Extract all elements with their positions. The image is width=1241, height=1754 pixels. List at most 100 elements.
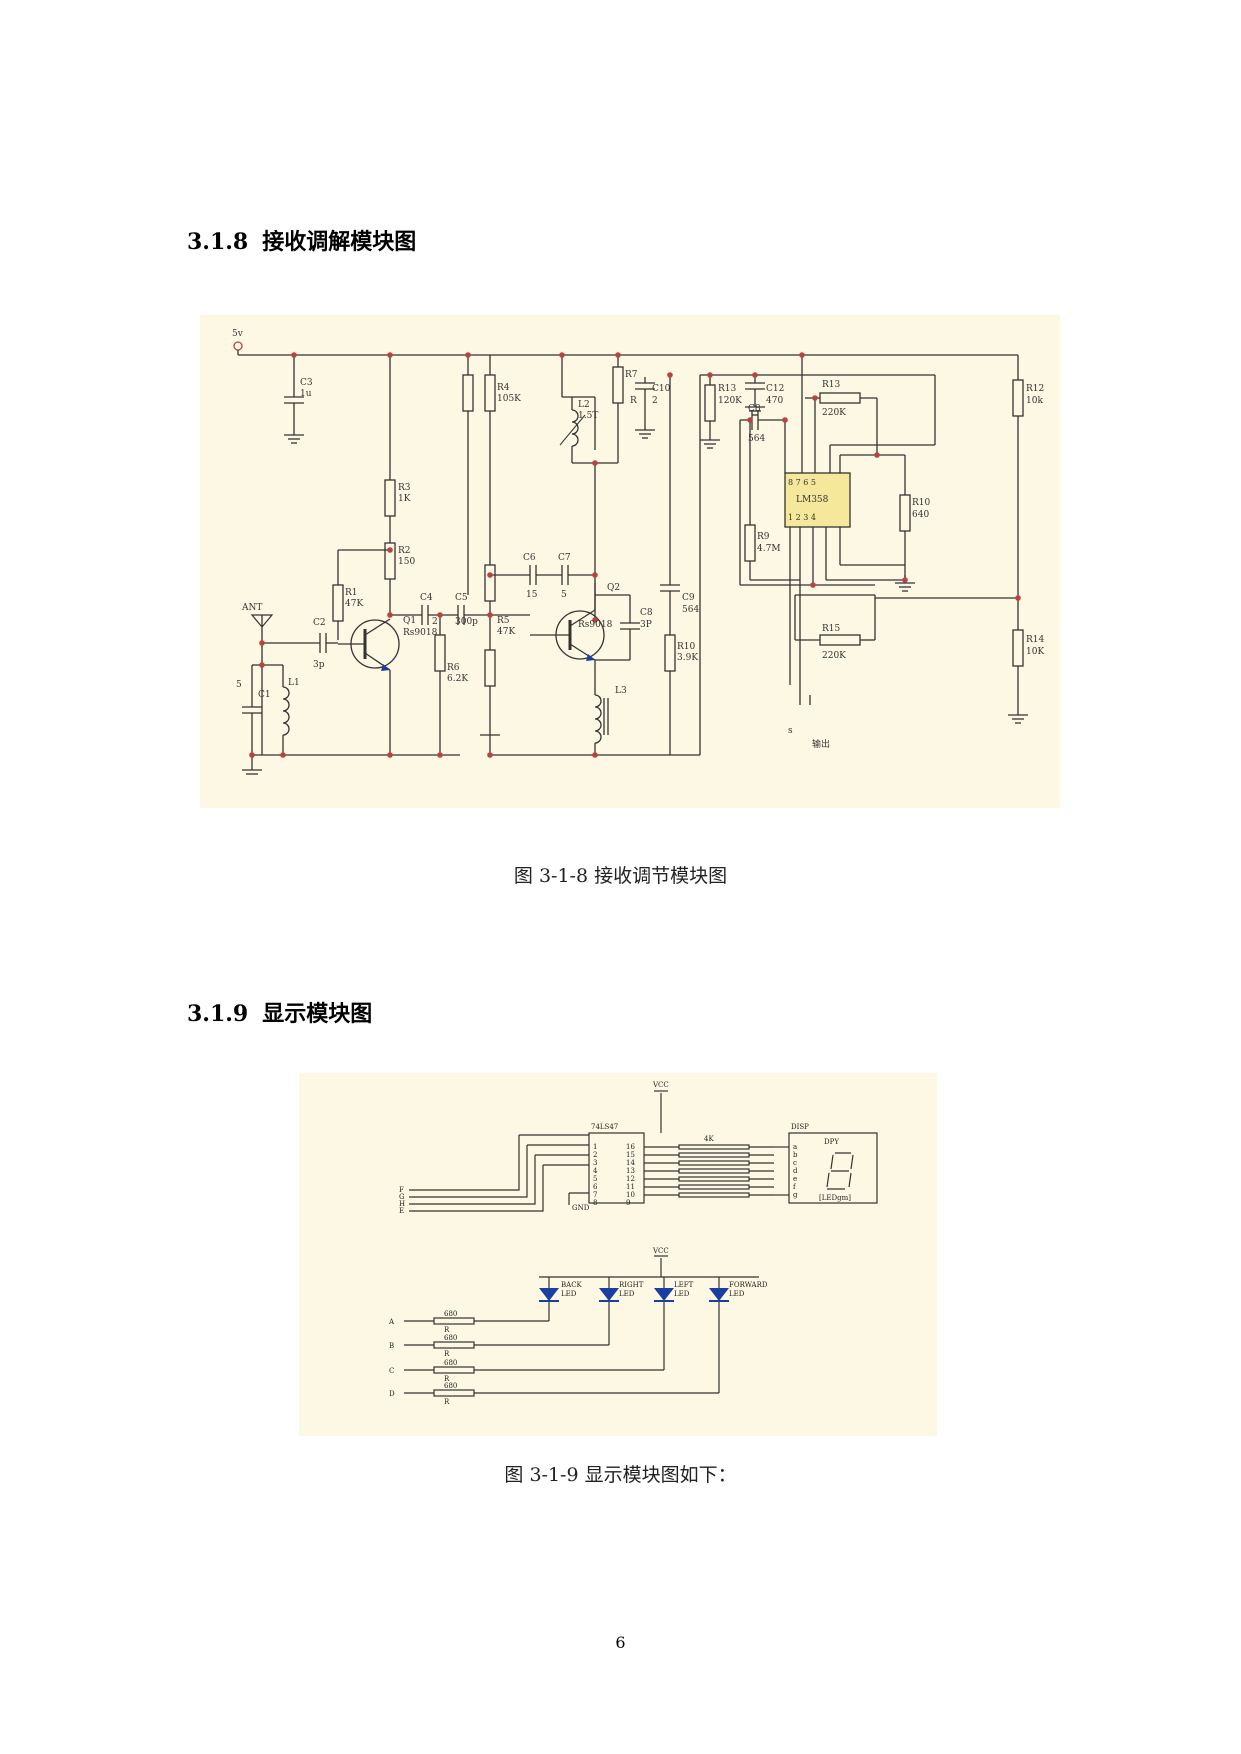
label-resistor-name: R [444, 1326, 450, 1334]
label-l2-value: 1.5T [578, 411, 598, 421]
label-disp: DISP [791, 1123, 809, 1131]
label-c5-value: 300p [455, 617, 478, 627]
chip-pin: 12 [626, 1175, 635, 1183]
label-c2-value: 3p [313, 660, 325, 670]
figure-caption-3-1-9: 图 3-1-9 显示模块图如下： [504, 1464, 737, 1486]
label-output-s: s [788, 726, 793, 736]
label-r13b: R13 [822, 380, 841, 390]
label-r5: R5 [497, 616, 510, 626]
label-led-sub: LED [674, 1290, 690, 1298]
label-c10: C10 [652, 384, 671, 394]
section-number: 3.1.8 [187, 229, 249, 255]
label-r14: R14 [1026, 635, 1045, 645]
label-c2: C2 [313, 618, 326, 628]
label-vcc-top: VCC [652, 1081, 669, 1089]
label-resistor-value: 680 [444, 1310, 457, 1318]
label-r3: R3 [398, 483, 411, 493]
label-r5-value: 47K [497, 627, 515, 637]
label-c3-value: 1u [300, 389, 312, 399]
label-dpy: DPY [824, 1138, 839, 1146]
label-r2-value: 150 [398, 557, 415, 567]
label-resistor-value: 680 [444, 1334, 457, 1342]
label-c1-value: 5 [236, 680, 242, 690]
label-c9-value: 564 [682, 605, 699, 615]
label-r1-value: 47K [345, 599, 363, 609]
label-ant: ANT [241, 603, 262, 613]
label-r13b-value: 220K [822, 408, 846, 418]
section-number: 3.1.9 [187, 1001, 249, 1027]
label-chip: 74LS47 [591, 1123, 618, 1131]
label-r4-value: 105K [497, 394, 521, 404]
chip-pin: 2 [593, 1151, 597, 1159]
label-r6-value: 6.2K [447, 674, 468, 684]
label-row-d: D [389, 1390, 395, 1398]
chip-pin: 10 [626, 1191, 635, 1199]
label-vcc-leds: VCC [652, 1247, 669, 1255]
label-l2: L2 [578, 400, 590, 410]
label-c4-value: 2 [432, 617, 438, 627]
label-vcc: 5v [232, 329, 244, 339]
page-number: 6 [615, 1633, 626, 1652]
label-r10b: R10 [912, 498, 931, 508]
chip-pin: 4 [593, 1167, 598, 1175]
label-q2-value: Rs9018 [578, 620, 613, 630]
chip-pin: 11 [626, 1183, 635, 1191]
disp-pin: c [793, 1159, 797, 1167]
label-r15-value: 220K [822, 651, 846, 661]
label-l3: L3 [615, 686, 627, 696]
label-r7: R7 [625, 370, 638, 380]
label-r14-value: 10K [1026, 647, 1044, 657]
chip-pin: 8 [593, 1199, 597, 1207]
label-led-left: LEFT [674, 1281, 694, 1289]
label-led-right: RIGHT [619, 1281, 644, 1289]
label-res-bank: 4K [704, 1135, 714, 1143]
figure-caption-3-1-8: 图 3-1-8 接收调节模块图 [513, 865, 728, 887]
chip-pin: 5 [593, 1175, 597, 1183]
label-r6: R6 [447, 663, 460, 673]
label-output: 输出 [812, 738, 830, 750]
label-row-a: A [388, 1318, 395, 1326]
label-r13a: R13 [718, 384, 737, 394]
chip-pin: 6 [593, 1183, 598, 1191]
label-q1-value: Rs9018 [403, 628, 438, 638]
label-c12-value: 470 [766, 396, 783, 406]
label-c12: C12 [766, 384, 784, 394]
chip-pin: 13 [626, 1167, 635, 1175]
chip-pin: 3 [593, 1159, 597, 1167]
label-input-f: F [399, 1186, 404, 1194]
chip-pin: 16 [626, 1143, 635, 1151]
label-row-b: B [389, 1342, 394, 1350]
label-c7: C7 [558, 553, 571, 563]
label-resistor-name: R [444, 1350, 450, 1358]
label-q1: Q1 [403, 616, 416, 626]
section-heading-3-1-9: 3.1.9 显示模块图 [187, 996, 372, 1028]
label-r10a-value: 3.9K [677, 653, 698, 663]
label-c9: C9 [682, 593, 695, 603]
label-ic-pins-bottom: 1 2 3 4 [788, 513, 816, 522]
label-r10b-value: 640 [912, 510, 929, 520]
label-resistor-name: R [444, 1375, 450, 1383]
label-l1: L1 [288, 678, 300, 688]
label-c3: C3 [300, 378, 313, 388]
section-heading-3-1-8: 3.1.8 接收调解模块图 [187, 224, 416, 256]
label-r1: R1 [345, 588, 358, 598]
disp-pin: d [793, 1167, 798, 1175]
label-q2: Q2 [607, 583, 620, 593]
label-c8a: C8 [640, 608, 653, 618]
label-gnd: GND [572, 1204, 590, 1212]
label-r9: R9 [757, 532, 770, 542]
receiver-schematic-figure: 5v C3 1u R3 1K R2 150 R1 47K ANT C2 3p 5… [200, 315, 1060, 808]
disp-pin: g [793, 1191, 798, 1199]
label-r15: R15 [822, 624, 841, 634]
label-c6: C6 [523, 553, 536, 563]
label-c4: C4 [420, 593, 433, 603]
section-title: 接收调解模块图 [262, 229, 417, 255]
label-input-e: E [399, 1207, 404, 1215]
label-led-sub: LED [561, 1290, 577, 1298]
disp-pin: f [793, 1183, 797, 1191]
chip-pin: 15 [626, 1151, 635, 1159]
chip-pin: 7 [593, 1191, 597, 1199]
label-c8a-value: 3P [640, 620, 652, 630]
chip-pin: 1 [593, 1143, 597, 1151]
section-title: 显示模块图 [262, 1001, 373, 1027]
